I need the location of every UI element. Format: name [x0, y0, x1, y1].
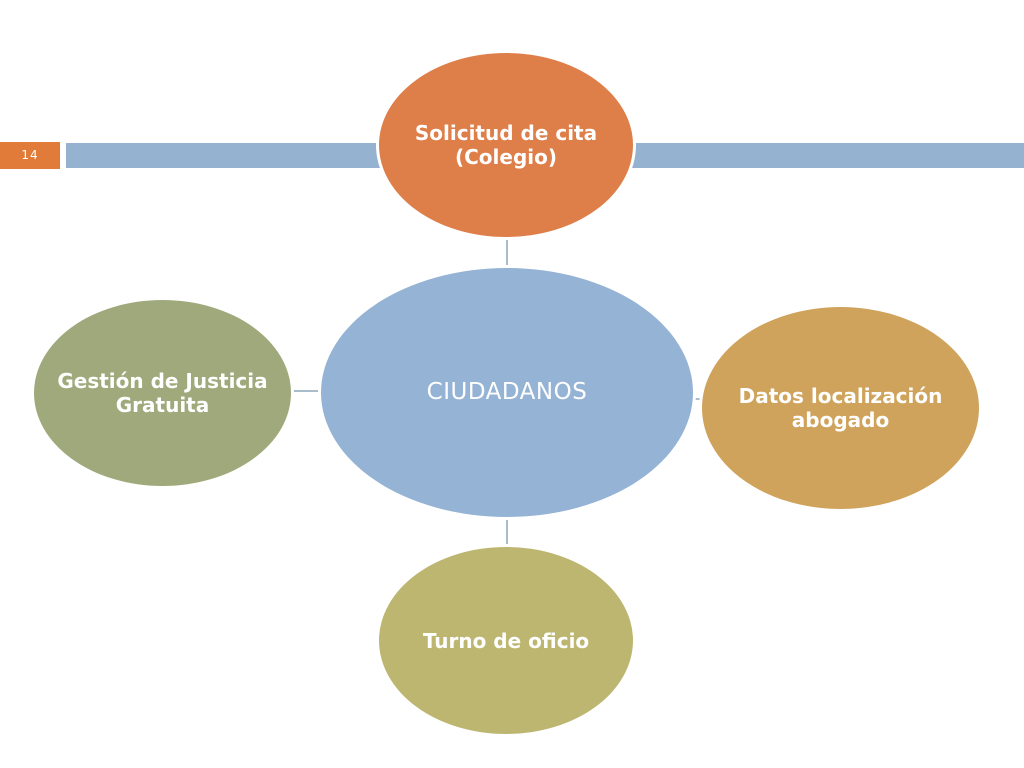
node-solicitud-cita-label: Solicitud de cita (Colegio): [414, 121, 598, 169]
header-bar-left: [66, 143, 382, 168]
node-datos-abogado-label: Datos localización abogado: [738, 384, 943, 432]
node-justicia-gratuita-label: Gestión de Justicia Gratuita: [57, 369, 268, 417]
node-turno-oficio-label: Turno de oficio: [422, 628, 590, 653]
connector-top: [506, 238, 508, 268]
node-solicitud-cita: Solicitud de cita (Colegio): [376, 50, 636, 240]
page-number: 14: [0, 142, 60, 169]
node-justicia-gratuita: Gestión de Justicia Gratuita: [31, 297, 294, 489]
connector-right: [692, 398, 702, 400]
node-ciudadanos-label: CIUDADANOS: [426, 378, 588, 405]
node-ciudadanos: CIUDADANOS: [318, 265, 696, 520]
node-datos-abogado: Datos localización abogado: [699, 304, 982, 512]
connector-bottom: [506, 517, 508, 547]
node-turno-oficio: Turno de oficio: [376, 544, 636, 737]
header-bar-right: [632, 143, 1024, 168]
connector-left: [292, 390, 320, 392]
